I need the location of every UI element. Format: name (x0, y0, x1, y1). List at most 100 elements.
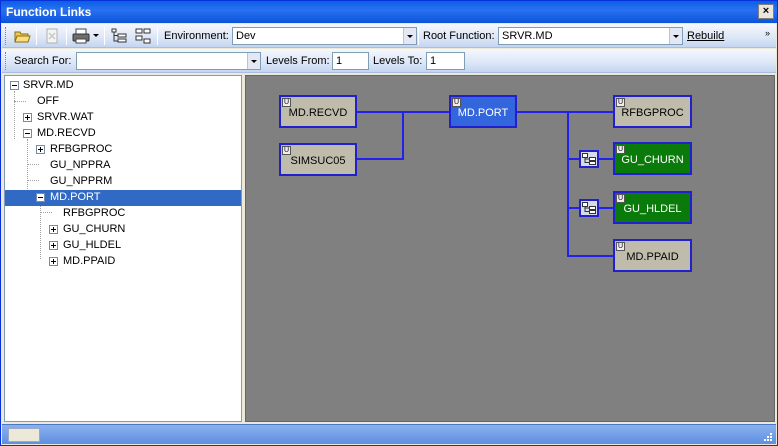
expand-icon[interactable] (49, 241, 58, 250)
levels-to-value: 1 (430, 55, 437, 67)
expand-subtree-icon (582, 153, 596, 165)
levels-to-input[interactable]: 1 (426, 52, 465, 70)
chevron-down-icon[interactable] (247, 53, 260, 69)
environment-label: Environment: (164, 30, 229, 42)
chevron-down-icon[interactable] (669, 28, 682, 44)
node-label: MD.PORT (457, 107, 509, 119)
tree-item-label: MD.PPAID (63, 255, 116, 267)
environment-select[interactable]: Dev (232, 27, 417, 45)
collapse-icon[interactable] (23, 129, 32, 138)
toolbar-separator (418, 27, 419, 45)
tree-item[interactable]: SRVR.MD (5, 78, 241, 94)
tree-line (14, 101, 26, 102)
tree-line (40, 203, 41, 259)
folder-open-icon (13, 31, 31, 42)
node-badge: U (616, 145, 625, 154)
node-label: MD.PPAID (626, 251, 679, 263)
rebuild-button[interactable]: Rebuild (687, 30, 725, 42)
title-bar[interactable]: Function Links × (1, 1, 777, 23)
toolbar-separator (104, 27, 105, 45)
link-expand-hldel[interactable] (579, 199, 599, 217)
printer-icon (72, 28, 90, 44)
tree-item-selected[interactable]: MD.PORT (5, 190, 241, 206)
expand-subtree-icon (582, 202, 596, 214)
connector-line (357, 158, 404, 160)
tree-line (40, 212, 52, 213)
layout-tree-button[interactable] (109, 26, 129, 46)
resize-grip-icon[interactable] (763, 432, 773, 442)
tree-item-label: RFBGPROC (50, 143, 113, 155)
toolbar-overflow-icon[interactable]: » (765, 28, 771, 38)
main-toolbar: Environment: Dev Root Function: SRVR.MD … (2, 24, 776, 48)
node-label: MD.RECVD (288, 107, 348, 119)
tree-item[interactable]: GU_NPPRM (5, 174, 241, 190)
tree-item[interactable]: RFBGPROC (5, 142, 241, 158)
expand-icon[interactable] (23, 113, 32, 122)
tree-line (27, 180, 39, 181)
tree-item[interactable]: SRVR.WAT (5, 110, 241, 126)
connector-line (567, 111, 569, 256)
link-expand-churn[interactable] (579, 150, 599, 168)
expand-icon[interactable] (49, 257, 58, 266)
delete-icon (46, 28, 58, 44)
tree-line (27, 139, 28, 195)
function-tree[interactable]: SRVR.MD OFF SRVR.WAT MD.RECVD RFBGPROC G… (4, 75, 242, 422)
expand-icon[interactable] (49, 225, 58, 234)
node-rfbgproc[interactable]: U RFBGPROC (613, 95, 692, 128)
expand-icon[interactable] (36, 145, 45, 154)
chevron-down-icon (93, 34, 99, 37)
delete-button[interactable] (42, 26, 62, 46)
layout-list-button[interactable] (133, 26, 153, 46)
tree-item-label: OFF (37, 95, 59, 107)
node-gu-hldel[interactable]: U GU_HLDEL (613, 191, 692, 224)
print-dropdown[interactable] (91, 26, 101, 46)
tree-item-label: GU_HLDEL (63, 239, 122, 251)
node-badge: U (616, 98, 625, 107)
tree-item[interactable]: GU_CHURN (5, 222, 241, 238)
tree-item[interactable]: GU_NPPRA (5, 158, 241, 174)
tree-item-label: MD.RECVD (37, 127, 96, 139)
connector-line (567, 255, 613, 257)
print-button[interactable] (71, 26, 91, 46)
tree-item[interactable]: GU_HLDEL (5, 238, 241, 254)
toolbar-grip[interactable] (5, 27, 8, 45)
tree-item-label: SRVR.MD (23, 79, 74, 91)
list-layout-icon (135, 28, 151, 44)
levels-to-label: Levels To: (373, 55, 423, 67)
tree-item-label: GU_CHURN (63, 223, 126, 235)
toolbar-separator (36, 27, 37, 45)
tree-item-label: MD.PORT (50, 191, 101, 203)
diagram-canvas[interactable]: U MD.RECVD U SIMSUC05 U MD.PORT U RFBGPR… (245, 75, 775, 422)
open-button[interactable] (12, 26, 32, 46)
tree-item[interactable]: MD.RECVD (5, 126, 241, 142)
collapse-icon[interactable] (36, 193, 45, 202)
close-button[interactable]: × (758, 4, 774, 19)
collapse-icon[interactable] (10, 81, 19, 90)
search-toolbar: Search For: Levels From: 1 Levels To: 1 (2, 49, 776, 73)
status-panel (8, 428, 40, 442)
node-badge: U (282, 146, 291, 155)
node-label: GU_HLDEL (623, 203, 682, 215)
node-md-recvd[interactable]: U MD.RECVD (279, 95, 357, 128)
tree-item[interactable]: MD.PPAID (5, 254, 241, 270)
node-gu-churn[interactable]: U GU_CHURN (613, 142, 692, 175)
toolbar-grip[interactable] (5, 52, 8, 70)
tree-line (27, 164, 39, 165)
node-badge: U (282, 98, 291, 107)
chevron-down-icon[interactable] (403, 28, 416, 44)
node-label: SIMSUC05 (290, 155, 346, 167)
node-label: GU_CHURN (621, 154, 684, 166)
root-function-select[interactable]: SRVR.MD (498, 27, 683, 45)
tree-item[interactable]: RFBGPROC (5, 206, 241, 222)
search-input[interactable] (76, 52, 261, 70)
status-bar (2, 424, 776, 444)
pane-splitter[interactable] (242, 75, 245, 422)
tree-item[interactable]: OFF (5, 94, 241, 110)
levels-from-input[interactable]: 1 (332, 52, 369, 70)
node-md-ppaid[interactable]: U MD.PPAID (613, 239, 692, 272)
node-badge: U (616, 242, 625, 251)
node-simsuc05[interactable]: U SIMSUC05 (279, 143, 357, 176)
node-md-port[interactable]: U MD.PORT (449, 95, 517, 128)
tree-layout-icon (111, 28, 127, 43)
connector-line (402, 111, 404, 159)
